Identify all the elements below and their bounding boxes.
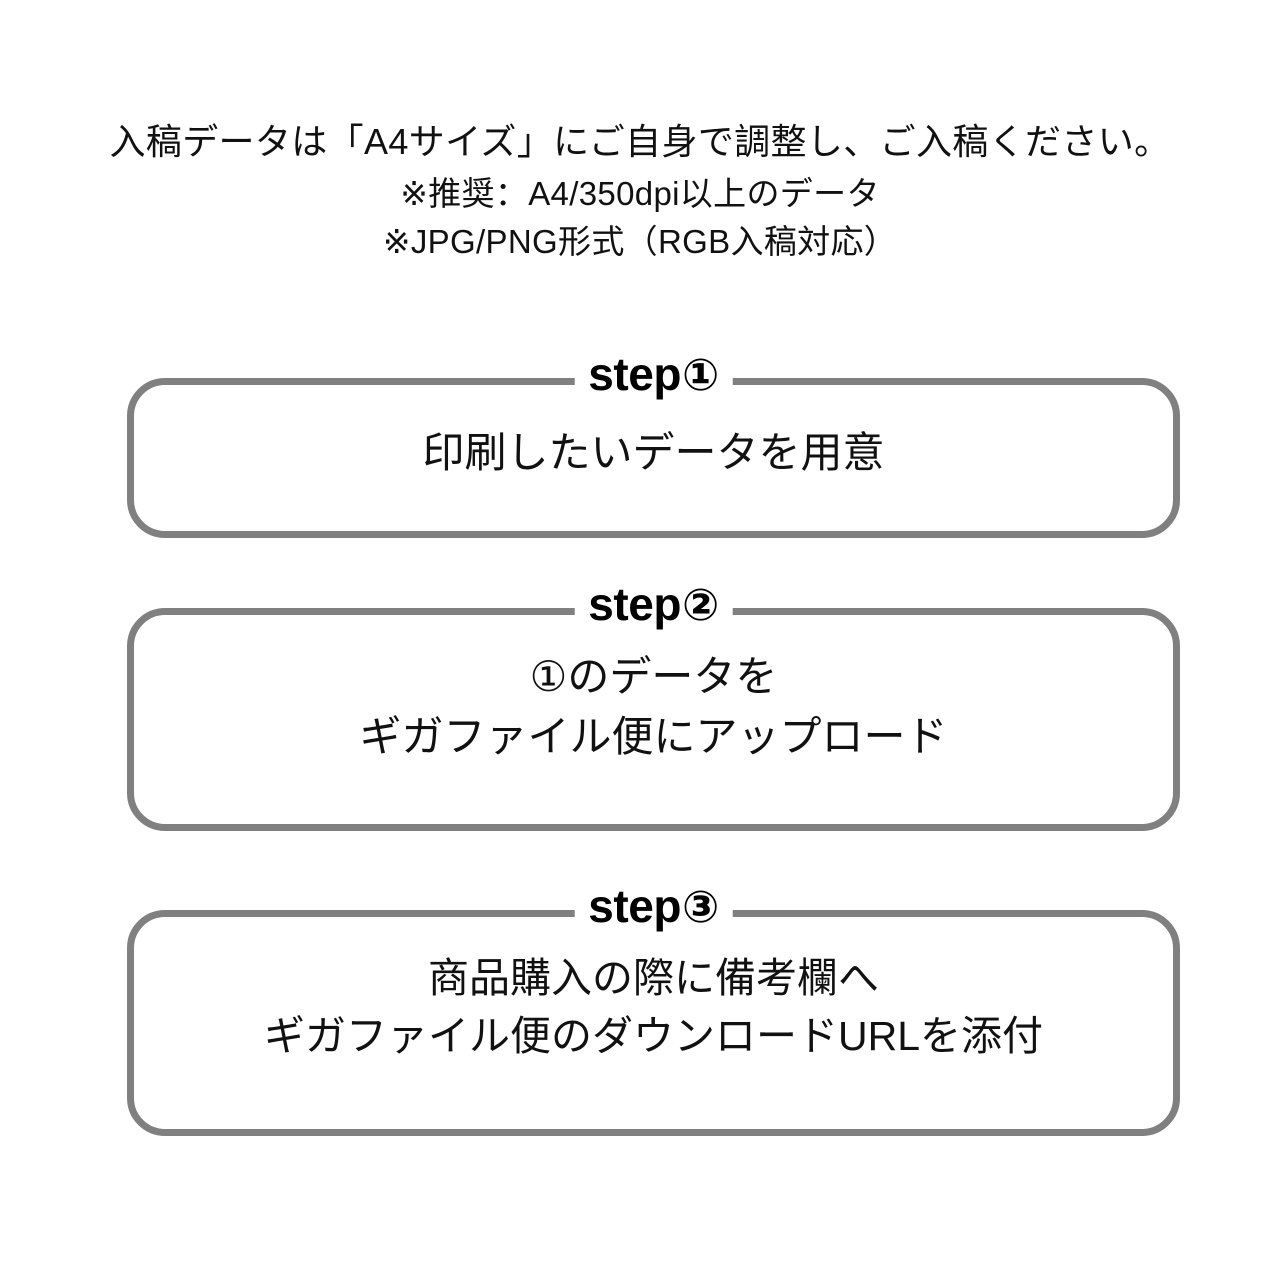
header-line-1: 入稿データは「A4サイズ」にご自身で調整し、ご入稿ください。: [109, 121, 1171, 162]
step-box-3: step③ 商品購入の際に備考欄へ ギガファイル便のダウンロードURLを添付: [127, 883, 1180, 1136]
header-line-2: ※推奨：A4/350dpi以上のデータ: [400, 174, 880, 212]
step-label-2-number: ②: [681, 581, 719, 630]
instructions-header: 入稿データは「A4サイズ」にご自身で調整し、ご入稿ください。 ※推奨：A4/35…: [0, 118, 1280, 264]
step-label-1-number: ①: [681, 351, 719, 400]
step-body-3: 商品購入の際に備考欄へ ギガファイル便のダウンロードURLを添付: [134, 949, 1173, 1065]
step-3-body-line-2: ギガファイル便のダウンロードURLを添付: [263, 1013, 1044, 1060]
step-1-body-line-1: 印刷したいデータを用意: [422, 429, 885, 476]
header-line-3: ※JPG/PNG形式（RGB入稿対応）: [382, 223, 898, 261]
step-label-3-prefix: step: [588, 880, 681, 932]
step-box-2: step② ①のデータを ギガファイル便にアップロード: [127, 581, 1180, 831]
step-body-1: 印刷したいデータを用意: [134, 423, 1173, 483]
step-label-1-prefix: step: [588, 348, 681, 400]
step-body-2: ①のデータを ギガファイル便にアップロード: [134, 647, 1173, 766]
step-label-3-number: ③: [681, 883, 719, 932]
step-box-1: step① 印刷したいデータを用意: [127, 351, 1180, 538]
step-3-body-line-1: 商品購入の際に備考欄へ: [428, 955, 879, 1001]
step-label-1: step①: [574, 351, 733, 398]
step-label-2: step②: [574, 581, 733, 628]
step-label-2-prefix: step: [588, 578, 681, 630]
step-2-body-line-1: ①のデータを: [529, 653, 778, 700]
step-2-body-line-2: ギガファイル便にアップロード: [359, 712, 948, 760]
step-label-3: step③: [574, 883, 733, 930]
